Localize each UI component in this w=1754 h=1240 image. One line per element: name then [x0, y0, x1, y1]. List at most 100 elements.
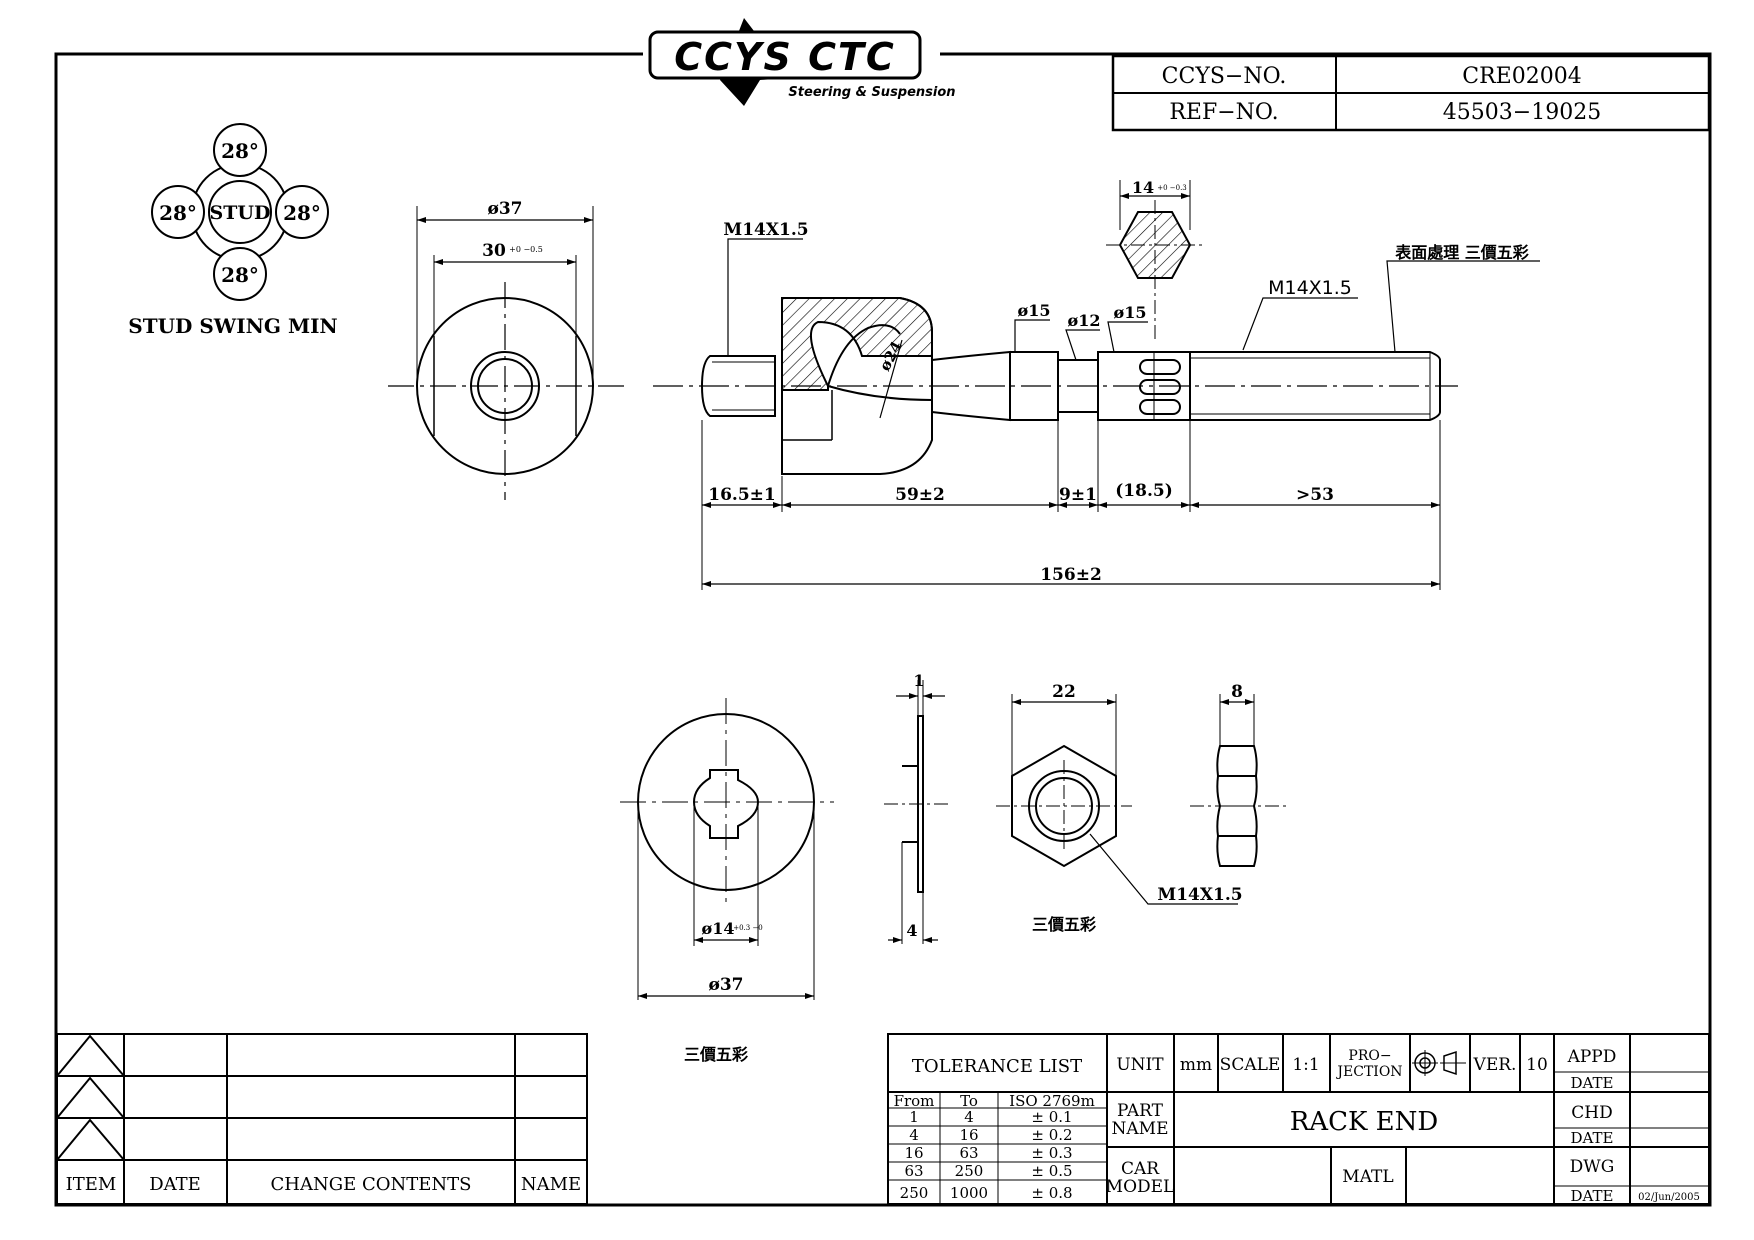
dim-59: 59±2: [895, 485, 945, 505]
rev-header-item: ITEM: [66, 1174, 117, 1195]
dim-9: 9±1: [1059, 485, 1097, 505]
tol-row-from: 4: [909, 1126, 919, 1144]
tol-row-value: ± 0.1: [1031, 1108, 1072, 1126]
hex-nut-side: [1190, 694, 1290, 867]
dim-phi37-top: ø37: [488, 199, 523, 219]
swing-bottom: 28°: [221, 263, 259, 287]
part-name-label-1: PART: [1117, 1101, 1164, 1121]
dim-156: 156±2: [1040, 565, 1102, 585]
swing-top: 28°: [221, 139, 259, 163]
dim-w1: 1: [913, 671, 924, 690]
dwg-date-label: DATE: [1571, 1187, 1614, 1205]
header-table: CCYS−NO. CRE02004 REF−NO. 45503−19025: [1111, 54, 1711, 132]
label-m14-right: M14X1.5: [1268, 277, 1352, 299]
lock-washer-front: [620, 698, 834, 1000]
tol-row-value: ± 0.5: [1031, 1162, 1072, 1180]
ref-no-value: 45503−19025: [1443, 100, 1601, 125]
matl-label: MATL: [1342, 1167, 1393, 1187]
tol-header-to: To: [960, 1092, 978, 1110]
dim-hex14-tol: +0 −0.3: [1157, 184, 1187, 192]
dwg-label: DWG: [1570, 1157, 1615, 1177]
dim-18-5: (18.5): [1115, 481, 1173, 501]
tol-row-from: 250: [900, 1184, 929, 1202]
logo-tagline: Steering & Suspension: [788, 85, 955, 100]
stud-swing-caption: STUD SWING MIN: [128, 314, 337, 338]
tol-row-from: 16: [904, 1144, 923, 1162]
part-name-value: RACK END: [1290, 1107, 1439, 1137]
projection-label-2: JECTION: [1335, 1064, 1402, 1080]
rev-header-date: DATE: [149, 1174, 201, 1195]
appd-date-label: DATE: [1571, 1074, 1614, 1092]
company-logo: CCYS CTC Steering & Suspension: [648, 18, 956, 106]
label-surface-note: 表面處理 三價五彩: [1394, 243, 1529, 262]
ccys-no-label: CCYS−NO.: [1162, 64, 1287, 89]
chd-date-label: DATE: [1571, 1129, 1614, 1147]
ccys-no-value: CRE02004: [1462, 64, 1581, 89]
dim-53: >53: [1296, 485, 1334, 505]
ver-label: VER.: [1473, 1055, 1517, 1075]
tol-row-to: 250: [955, 1162, 984, 1180]
title-block: [887, 1033, 1710, 1205]
unit-value: mm: [1180, 1055, 1212, 1075]
revision-table: [56, 1033, 588, 1205]
tol-row-value: ± 0.2: [1031, 1126, 1072, 1144]
label-phi15-a: ø15: [1018, 301, 1051, 320]
tol-row-from: 1: [909, 1108, 919, 1126]
tol-row-to: 63: [959, 1144, 978, 1162]
part-name-label-2: NAME: [1112, 1119, 1169, 1139]
label-phi12: ø12: [1068, 311, 1101, 330]
scale-value: 1:1: [1292, 1055, 1319, 1075]
car-model-label-2: MODEL: [1106, 1177, 1175, 1197]
dim-phi37-bottom: ø37: [709, 975, 744, 995]
dim-16-5: 16.5±1: [708, 485, 775, 505]
swing-right: 28°: [283, 201, 321, 225]
tol-row-to: 4: [964, 1108, 974, 1126]
dim-phi14-tol: +0.3 −0: [733, 924, 763, 932]
nut-note: 三價五彩: [1032, 915, 1096, 934]
dim-w30-tol: +0 −0.5: [509, 245, 543, 254]
ref-no-label: REF−NO.: [1169, 100, 1278, 125]
chd-label: CHD: [1571, 1103, 1612, 1123]
end-view-disc: [388, 206, 625, 500]
unit-label: UNIT: [1116, 1055, 1164, 1075]
stud-swing-diagram: [151, 123, 329, 301]
logo-text: CCYS CTC: [674, 35, 896, 79]
dimension-chain: [701, 420, 1441, 590]
dim-w30: 30: [482, 241, 506, 261]
scale-label: SCALE: [1220, 1055, 1281, 1075]
hex-nut-front: [996, 694, 1238, 905]
hex-section-view: [1106, 180, 1204, 340]
dim-hex14: 14: [1132, 178, 1154, 197]
revision-mark-icon: [56, 1076, 125, 1119]
rev-header-name: NAME: [521, 1174, 581, 1195]
car-model-label-1: CAR: [1121, 1159, 1160, 1179]
tolerance-title: TOLERANCE LIST: [912, 1056, 1082, 1077]
tol-header-from: From: [894, 1092, 935, 1110]
tol-header-iso: ISO 2769m: [1009, 1092, 1095, 1110]
projection-symbol-icon: [1412, 1050, 1466, 1076]
revision-mark-icon: [56, 1034, 125, 1077]
swing-center: STUD: [210, 202, 271, 224]
tol-row-to: 16: [959, 1126, 978, 1144]
label-phi15-b: ø15: [1114, 303, 1147, 322]
tol-row-from: 63: [904, 1162, 923, 1180]
dim-nut22: 22: [1052, 682, 1076, 702]
lock-washer-side: [884, 680, 948, 944]
rev-header-change: CHANGE CONTENTS: [271, 1174, 472, 1195]
label-m14-left: M14X1.5: [723, 220, 808, 240]
main-view-leaders: [727, 238, 1540, 419]
sheet-border: [54, 52, 1712, 1207]
ver-value: 10: [1526, 1055, 1548, 1075]
dim-w4: 4: [906, 921, 917, 940]
tol-row-value: ± 0.8: [1031, 1184, 1072, 1202]
washer-note: 三價五彩: [684, 1045, 748, 1064]
tol-row-to: 1000: [950, 1184, 988, 1202]
label-nut-thread: M14X1.5: [1157, 885, 1242, 905]
revision-mark-icon: [56, 1118, 125, 1161]
dim-nut8: 8: [1231, 682, 1243, 702]
rack-end-side-view: [653, 297, 1458, 475]
tol-row-value: ± 0.3: [1031, 1144, 1072, 1162]
appd-label: APPD: [1567, 1047, 1617, 1067]
dwg-date-value: 02/Jun/2005: [1638, 1192, 1700, 1203]
